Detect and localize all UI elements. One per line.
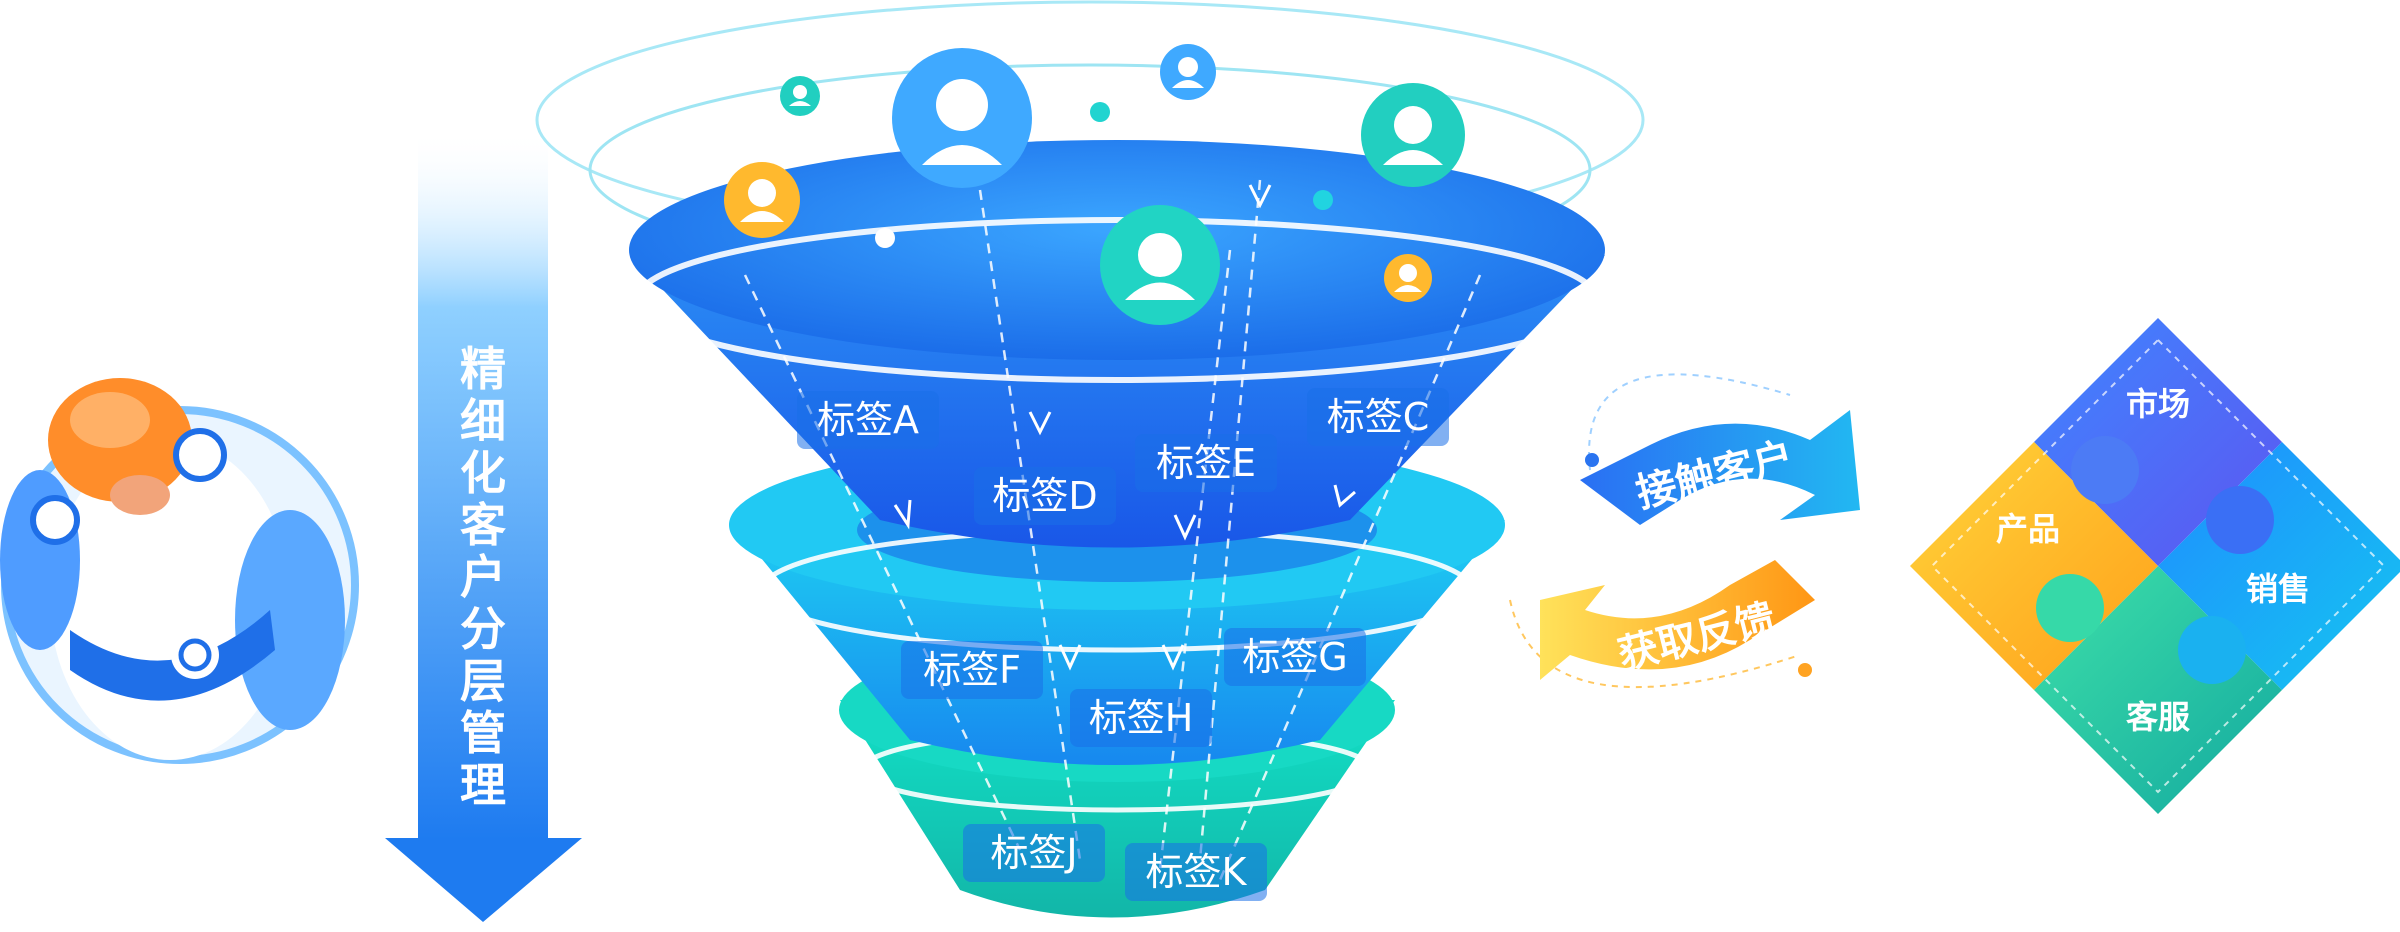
user-avatar-icon <box>1384 254 1432 302</box>
funnel-tag-g: 标签H <box>1070 689 1212 747</box>
puzzle-label-market: 市场 <box>2126 385 2190 423</box>
flow-arrowhead <box>1173 514 1197 541</box>
user-avatar-icon <box>780 76 820 116</box>
flow-arrowheads <box>893 184 1356 671</box>
tag-background <box>1135 434 1277 492</box>
tag-label: 标签H <box>1089 696 1194 740</box>
funnel-tag-d: 标签E <box>1135 434 1277 492</box>
funnel-tag-h: 标签J <box>963 824 1105 882</box>
tag-background <box>1125 843 1267 901</box>
puzzle-knob <box>2206 486 2274 554</box>
tag-label: 标签E <box>1156 441 1256 485</box>
flow-line <box>1218 274 1482 881</box>
puzzle-knob <box>2071 436 2139 504</box>
mascot-collar-badge-inner <box>178 638 212 672</box>
contact-feedback-cycle: 接触客户 获取反馈 <box>1509 373 1860 688</box>
tag-label: 标签K <box>1146 850 1248 894</box>
flow-line <box>743 274 1022 851</box>
user-avatar-icon <box>1361 83 1465 187</box>
get-feedback-arrow <box>1540 560 1815 680</box>
puzzle-piece-sales <box>2158 442 2400 690</box>
tag-background <box>974 467 1116 525</box>
mascot-ear-right <box>173 428 227 482</box>
arrow-title-char: 管 <box>460 706 506 760</box>
funnel-tag-labels: 标签A 标签C 标签D 标签E 标签F 标签G 标签H 标签J 标签K <box>797 388 1449 901</box>
flow-arrowhead <box>1028 411 1052 436</box>
mascot-illustration <box>0 378 359 764</box>
funnel-tag-a: 标签A <box>797 391 939 449</box>
tag-label: 标签A <box>817 398 919 442</box>
customer-avatars <box>724 44 1465 325</box>
mascot-ear-left <box>30 495 80 545</box>
user-avatar-icon <box>724 162 800 238</box>
puzzle-label-product: 产品 <box>1996 510 2060 548</box>
flow-line <box>1198 179 1262 861</box>
mascot-beak <box>110 475 170 515</box>
arrow-title-char: 化 <box>460 446 506 500</box>
top-tier-band <box>634 217 1600 383</box>
tag-background <box>901 641 1043 699</box>
mascot-right-wing <box>235 510 345 730</box>
arrow-title-char: 层 <box>460 654 506 708</box>
arrow-shaft <box>418 130 548 840</box>
user-avatar-icon <box>1160 44 1216 100</box>
tag-label: 标签J <box>990 831 1077 875</box>
puzzle-knob <box>2036 574 2104 642</box>
puzzle-knob <box>2178 616 2246 684</box>
arrow-title-char: 精 <box>460 342 506 396</box>
funnel-tag-i: 标签K <box>1125 843 1267 901</box>
tag-label: 标签F <box>923 648 1021 692</box>
flow-arrowhead <box>1248 184 1272 209</box>
funnel-tag-b: 标签C <box>1307 388 1449 446</box>
puzzle-label-service: 客服 <box>2126 698 2190 736</box>
department-puzzle: 市场 产品 销售 客服 <box>1910 318 2400 814</box>
tag-label: 标签D <box>992 474 1097 518</box>
decor-dot <box>1313 190 1333 210</box>
cycle-dashed-arc <box>1509 599 1801 688</box>
flow-line <box>1158 249 1232 871</box>
tag-background <box>1307 388 1449 446</box>
flow-arrowhead <box>1058 644 1082 671</box>
arrow-title-char: 分 <box>460 602 506 656</box>
funnel-flow-lines <box>743 179 1482 881</box>
decor-dot <box>875 228 895 248</box>
arrow-title-char: 细 <box>460 394 506 448</box>
mascot-head-highlight <box>70 392 150 448</box>
funnel-tag-f: 标签G <box>1224 628 1366 686</box>
decor-dot <box>1090 102 1110 122</box>
puzzle-outline <box>1930 338 2386 794</box>
management-direction-arrow <box>385 130 582 922</box>
decor-dot <box>1798 663 1812 677</box>
flow-arrowhead <box>893 499 912 530</box>
flow-arrowhead <box>1161 644 1185 671</box>
mascot-collar-badge <box>171 631 219 679</box>
decor-dot <box>1585 453 1599 467</box>
tag-background <box>1224 628 1366 686</box>
mascot-collar <box>70 610 275 701</box>
funnel-tag-c: 标签D <box>974 467 1116 525</box>
flow-line <box>978 189 1082 861</box>
contact-customer-arrow <box>1580 410 1860 525</box>
tag-background <box>797 391 939 449</box>
flow-arrowhead <box>1333 484 1356 508</box>
tag-label: 标签C <box>1327 395 1430 439</box>
arrow-title-char: 客 <box>460 498 506 552</box>
user-avatar-icon <box>892 48 1032 188</box>
puzzle-label-sales: 销售 <box>2246 570 2310 608</box>
arrow-title-char: 理 <box>460 758 506 812</box>
funnel-tag-e: 标签F <box>901 641 1043 699</box>
arrow-title-char: 户 <box>460 550 506 604</box>
mascot-left-wing <box>0 470 80 650</box>
tag-background <box>963 824 1105 882</box>
user-avatar-icon <box>1100 205 1220 325</box>
tag-background <box>1070 689 1212 747</box>
tag-label: 标签G <box>1242 635 1347 679</box>
arrow-head <box>385 838 582 922</box>
